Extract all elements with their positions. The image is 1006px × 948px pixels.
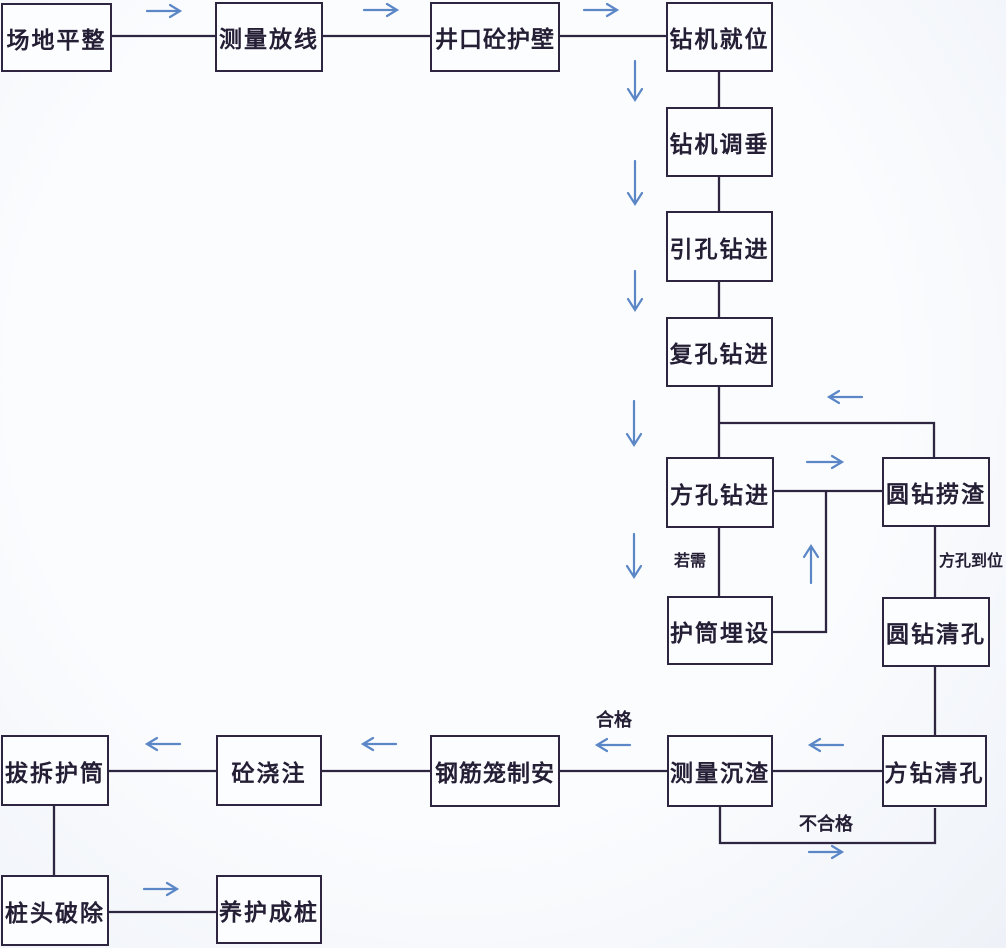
connector-casing-return-up xyxy=(773,492,828,634)
arrow-right-icon xyxy=(145,3,183,19)
arrow-left-icon xyxy=(826,389,864,405)
node-curing-pile-completion: 养护成桩 xyxy=(216,875,322,944)
arrow-left-icon xyxy=(594,737,632,753)
connector-lines xyxy=(52,34,937,914)
arrow-down-icon xyxy=(625,399,643,448)
arrow-up-icon xyxy=(802,543,820,585)
arrow-left-icon xyxy=(360,736,398,752)
connector-loop-top-to-slagremoval xyxy=(720,421,936,457)
connector-unqualified-loop xyxy=(718,807,937,845)
arrow-left-icon xyxy=(807,737,845,753)
arrow-down-icon xyxy=(626,59,644,103)
arrow-right-icon xyxy=(807,844,845,860)
edge-label-qualified: 合格 xyxy=(596,710,632,730)
node-casing-embedding: 护筒埋设 xyxy=(667,596,773,665)
flow-arrows xyxy=(142,2,864,897)
node-survey-layout: 测量放线 xyxy=(215,2,323,72)
node-rehole-drilling: 复孔钻进 xyxy=(666,317,773,387)
node-casing-removal: 拔拆护筒 xyxy=(1,735,109,806)
node-rig-plumb-adjust: 钻机调垂 xyxy=(666,107,773,177)
node-rig-positioning: 钻机就位 xyxy=(666,2,773,72)
edge-label-if-needed: 若需 xyxy=(674,553,707,570)
node-square-drill-hole-cleaning: 方钻清孔 xyxy=(882,735,987,807)
node-concrete-pouring: 砼浇注 xyxy=(216,735,322,806)
node-wellhead-concrete-wall: 井口砼护壁 xyxy=(430,2,560,72)
node-round-drill-slag-removal: 圆钻捞渣 xyxy=(882,457,990,527)
edge-label-square-hole-in-place: 方孔到位 xyxy=(939,553,1004,570)
node-pile-head-breaking: 桩头破除 xyxy=(1,875,109,946)
arrow-down-icon xyxy=(625,532,643,580)
arrow-right-icon xyxy=(142,881,180,897)
arrow-right-icon xyxy=(582,2,620,18)
arrow-left-icon xyxy=(144,736,182,752)
node-pilot-hole-drilling: 引孔钻进 xyxy=(666,211,773,282)
node-square-hole-drilling: 方孔钻进 xyxy=(666,457,774,528)
edge-label-unqualified: 不合格 xyxy=(799,814,853,834)
arrow-down-icon xyxy=(626,159,644,207)
node-rebar-cage-fab-install: 钢筋笼制安 xyxy=(430,735,560,807)
arrow-down-icon xyxy=(626,269,644,313)
node-round-drill-hole-cleaning: 圆钻清孔 xyxy=(882,597,990,667)
node-site-leveling: 场地平整 xyxy=(1,3,112,72)
arrow-right-icon xyxy=(805,454,845,470)
node-sediment-measurement: 测量沉渣 xyxy=(667,735,773,807)
arrow-right-icon xyxy=(362,2,400,18)
